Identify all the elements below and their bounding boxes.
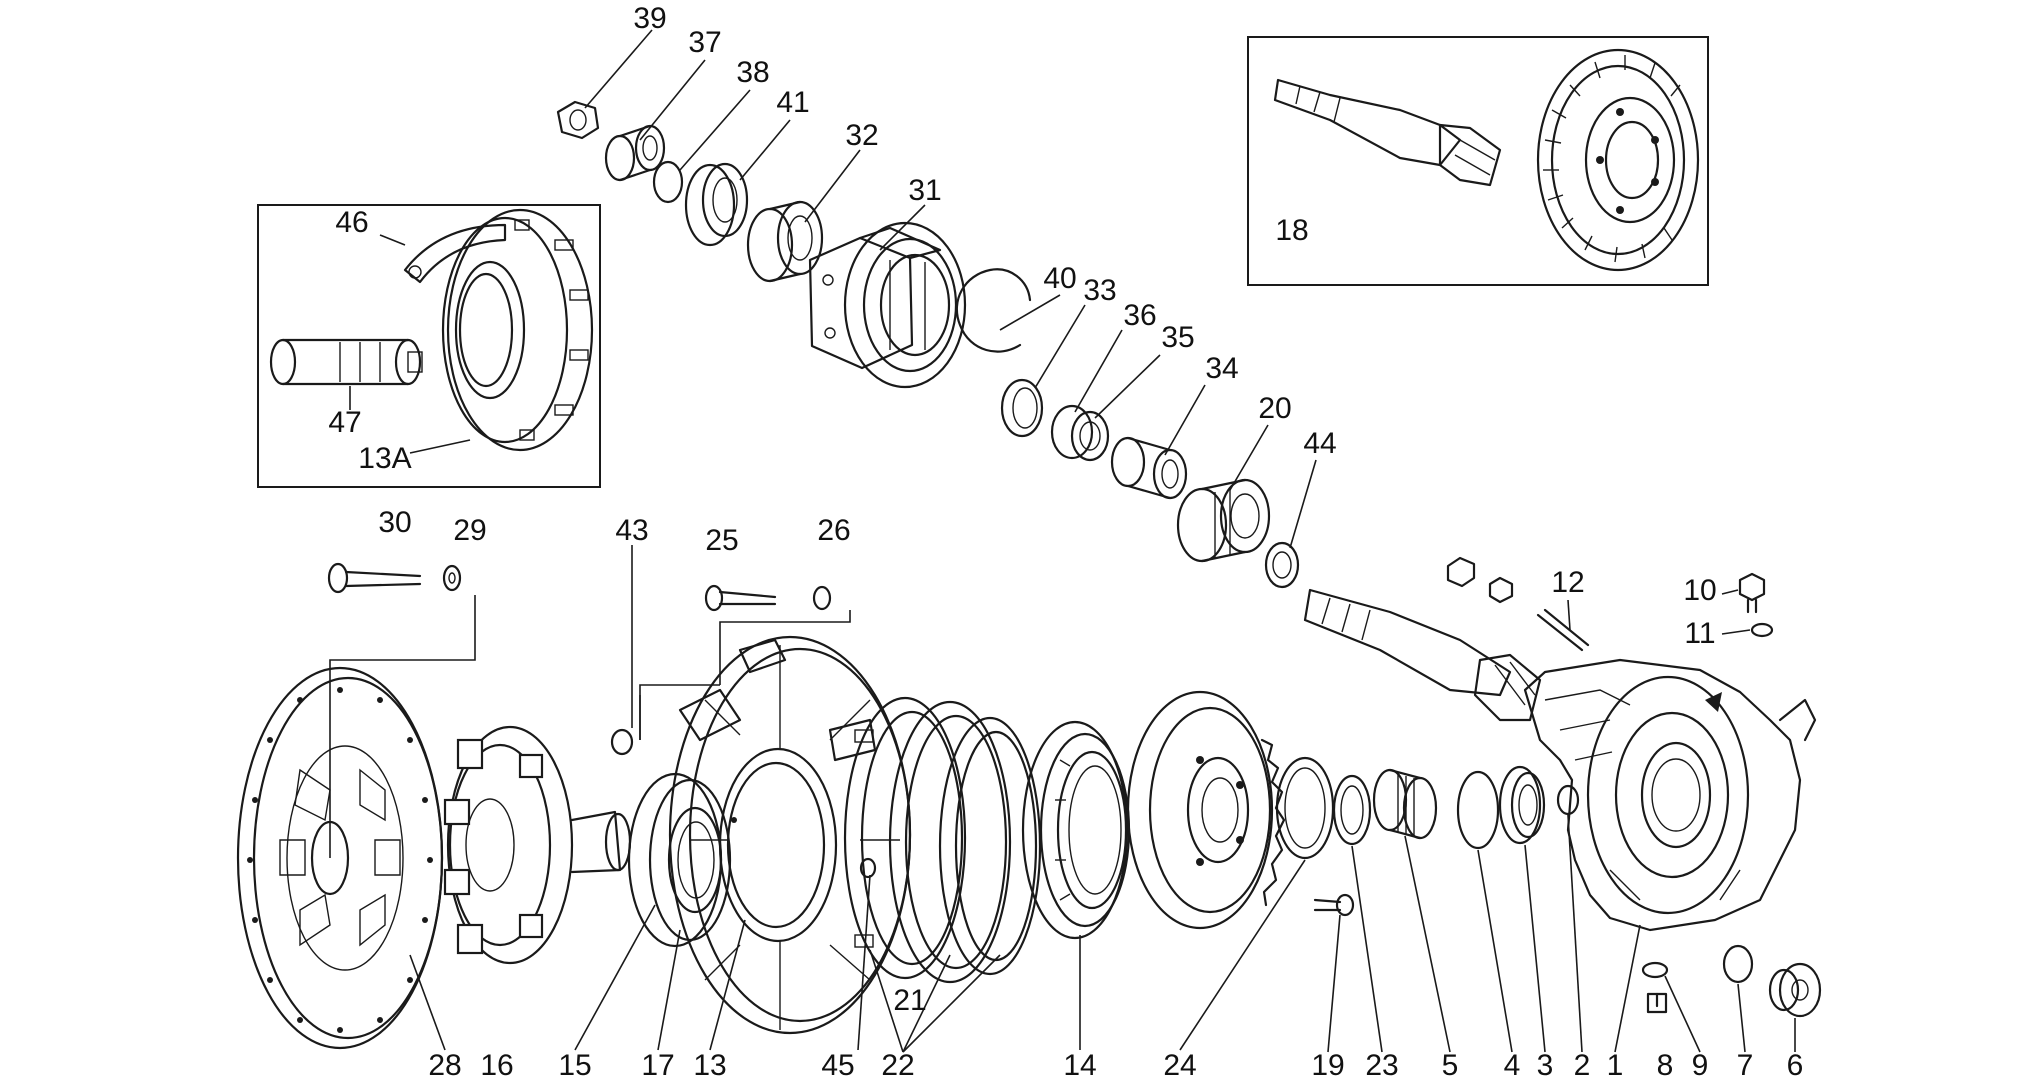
part-9-washer (1641, 961, 1669, 979)
part-40-circlip (955, 268, 1032, 353)
label-31: 31 (908, 174, 941, 207)
part-19-screw (1313, 893, 1355, 917)
part-10-bolt (1738, 572, 1766, 614)
label-44: 44 (1303, 427, 1336, 460)
label-5: 5 (1442, 1049, 1459, 1079)
label-18: 18 (1275, 214, 1308, 247)
part-31-housing (808, 221, 967, 389)
label-19: 19 (1311, 1049, 1344, 1079)
lower-assembly (236, 562, 1822, 1050)
label-37: 37 (688, 26, 721, 59)
part-18-pinion-shaft (1273, 78, 1502, 187)
part-43-nut (610, 728, 634, 756)
label-24: 24 (1163, 1049, 1196, 1079)
part-6-plug (1768, 962, 1822, 1018)
label-46: 46 (335, 206, 368, 239)
label-41: 41 (776, 86, 809, 119)
part-18-crown-gear (1536, 48, 1700, 272)
label-13A: 13A (358, 442, 411, 475)
label-22: 22 (881, 1049, 914, 1079)
label-13: 13 (693, 1049, 726, 1079)
pinion-shaft-main (1303, 556, 1590, 722)
label-40: 40 (1043, 262, 1076, 295)
label-30: 30 (378, 506, 411, 539)
part-41-seal (684, 162, 749, 247)
label-3: 3 (1537, 1049, 1554, 1079)
part-4-ring (1456, 770, 1500, 850)
label-43: 43 (615, 514, 648, 547)
inset-box-left (257, 204, 601, 488)
part-8-bolt (1646, 992, 1668, 1014)
part-12-pin (1536, 613, 1584, 652)
upper-assembly (556, 100, 1300, 589)
label-21: 21 (893, 984, 926, 1017)
part-39-nut (556, 100, 600, 140)
part-32-bearing (746, 200, 824, 283)
part-13-carrier (668, 635, 912, 1035)
label-32: 32 (845, 119, 878, 152)
part-47-sleeve (269, 338, 423, 386)
label-1: 1 (1607, 1049, 1624, 1079)
part-2-washer (1556, 784, 1580, 816)
part-44-ring (1264, 541, 1300, 589)
part-25-bolt (704, 584, 777, 612)
label-10: 10 (1683, 574, 1716, 607)
label-23: 23 (1365, 1049, 1398, 1079)
part-number-labels: 39 37 38 41 32 31 46 47 13A 18 40 33 36 … (328, 2, 1803, 1079)
part-3-seal (1498, 765, 1546, 845)
label-7: 7 (1737, 1049, 1754, 1079)
inset-box-right (1247, 36, 1709, 286)
part-29-washer (442, 564, 462, 592)
part-16-hub (443, 725, 632, 965)
label-14: 14 (1063, 1049, 1096, 1079)
label-38: 38 (736, 56, 769, 89)
label-8: 8 (1657, 1049, 1674, 1079)
part-7-ring (1722, 944, 1754, 984)
label-16: 16 (480, 1049, 513, 1079)
label-28: 28 (428, 1049, 461, 1079)
label-34: 34 (1205, 352, 1238, 385)
part-34-spacer (1110, 436, 1188, 500)
label-12: 12 (1551, 566, 1584, 599)
label-25: 25 (705, 524, 738, 557)
label-11: 11 (1684, 617, 1715, 650)
label-20: 20 (1258, 392, 1291, 425)
part-46-clip (403, 223, 507, 284)
leader-lines (329, 29, 1796, 1053)
label-33: 33 (1083, 274, 1116, 307)
label-4: 4 (1504, 1049, 1521, 1079)
part-35-washer (1070, 410, 1110, 462)
part-30-bolt (327, 562, 422, 594)
part-15-17-bearing (627, 772, 732, 948)
label-17: 17 (641, 1049, 674, 1079)
label-26: 26 (817, 514, 850, 547)
part-26-nut (812, 585, 832, 611)
part-24-crown-gear (1126, 690, 1286, 930)
label-39: 39 (633, 2, 666, 35)
label-35: 35 (1161, 321, 1194, 354)
part-38-oring (652, 160, 684, 204)
label-45: 45 (821, 1049, 854, 1079)
part-28-brake-disc (236, 666, 444, 1050)
label-36: 36 (1123, 299, 1156, 332)
part-37-sleeve (604, 124, 666, 182)
part-13A-flange (441, 208, 594, 452)
part-21-22-rings (843, 696, 1042, 984)
label-6: 6 (1787, 1049, 1804, 1079)
label-47: 47 (328, 406, 361, 439)
part-1-housing (1523, 658, 1817, 932)
label-9: 9 (1692, 1049, 1709, 1079)
part-36-washer (1050, 404, 1094, 460)
part-33-ring (1000, 378, 1044, 438)
label-15: 15 (558, 1049, 591, 1079)
part-11-washer (1750, 622, 1774, 638)
label-29: 29 (453, 514, 486, 547)
part-20-bearing (1176, 478, 1271, 563)
part-5-bearing (1372, 768, 1438, 840)
label-2: 2 (1574, 1049, 1591, 1079)
part-23-ring (1332, 774, 1372, 846)
